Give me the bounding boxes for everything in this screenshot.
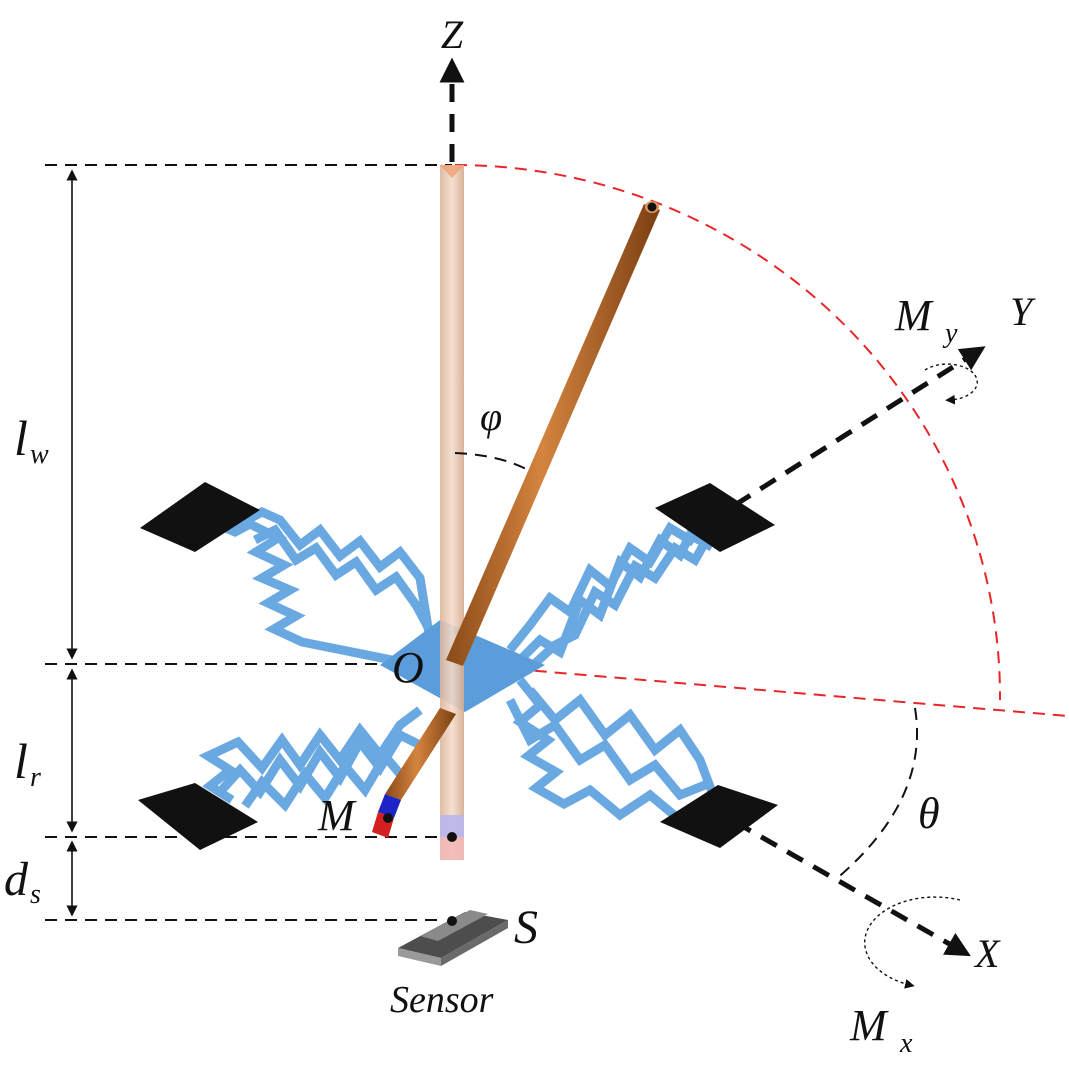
- svg-text:r: r: [30, 762, 41, 793]
- serpentine-springs: [198, 506, 729, 826]
- whisker-tip-point: [647, 202, 657, 212]
- moment-y-rotation: [924, 363, 978, 405]
- pad-lower-right: [660, 785, 778, 848]
- moment-x-rotation: [864, 896, 961, 989]
- magnet-south: [378, 794, 401, 818]
- sensor-caption: Sensor: [390, 979, 494, 1021]
- svg-text:l: l: [14, 410, 28, 466]
- svg-text:M: M: [894, 291, 934, 340]
- moment-x-label: M x: [849, 1001, 913, 1059]
- whisker-upper-segment: [446, 204, 660, 666]
- origin-label: O: [392, 643, 424, 692]
- sensor-center-point: [447, 916, 457, 926]
- magnet-center-point: [383, 813, 393, 823]
- phi-angle-arc: [454, 452, 529, 471]
- deflection-arc: [454, 164, 1069, 717]
- deflected-rod: [372, 201, 660, 838]
- dimension-guides: [45, 164, 452, 921]
- svg-text:s: s: [30, 879, 41, 910]
- sensor-point-label: S: [514, 901, 538, 954]
- pad-upper-left: [140, 482, 260, 552]
- moment-y-label: M y: [894, 291, 958, 349]
- sensor-distance-label: d s: [4, 853, 41, 910]
- mounting-pads: [138, 482, 778, 850]
- whisker-lower-segment: [385, 708, 456, 800]
- phi-label: φ: [480, 394, 502, 439]
- magnet-label: M: [317, 791, 357, 840]
- y-axis-label: Y: [1010, 289, 1036, 334]
- svg-text:l: l: [14, 733, 28, 789]
- spring-upper-left: [205, 506, 440, 665]
- svg-text:x: x: [899, 1028, 913, 1059]
- spring-lower-right: [505, 677, 720, 826]
- rod-length-label: l r: [14, 733, 41, 793]
- sensor-chip: [398, 910, 508, 966]
- z-axis-label: Z: [441, 12, 464, 57]
- red-arc: [454, 164, 1002, 701]
- x-axis-label: X: [973, 931, 1001, 976]
- svg-text:M: M: [849, 1001, 889, 1050]
- y-axis: [733, 346, 986, 508]
- whisker-length-label: l w: [14, 410, 49, 470]
- theta-label: θ: [918, 789, 940, 838]
- svg-text:w: w: [30, 439, 49, 470]
- svg-text:y: y: [942, 318, 958, 349]
- svg-text:d: d: [4, 853, 29, 906]
- spring-upper-right: [506, 512, 729, 672]
- theta-angle-arc: [834, 707, 919, 881]
- spring-lower-left: [198, 706, 430, 813]
- rest-rod: [440, 165, 464, 860]
- x-axis: [733, 819, 971, 957]
- pad-lower-left: [138, 783, 258, 850]
- red-projection-line: [454, 663, 1069, 717]
- pad-upper-right: [655, 483, 775, 552]
